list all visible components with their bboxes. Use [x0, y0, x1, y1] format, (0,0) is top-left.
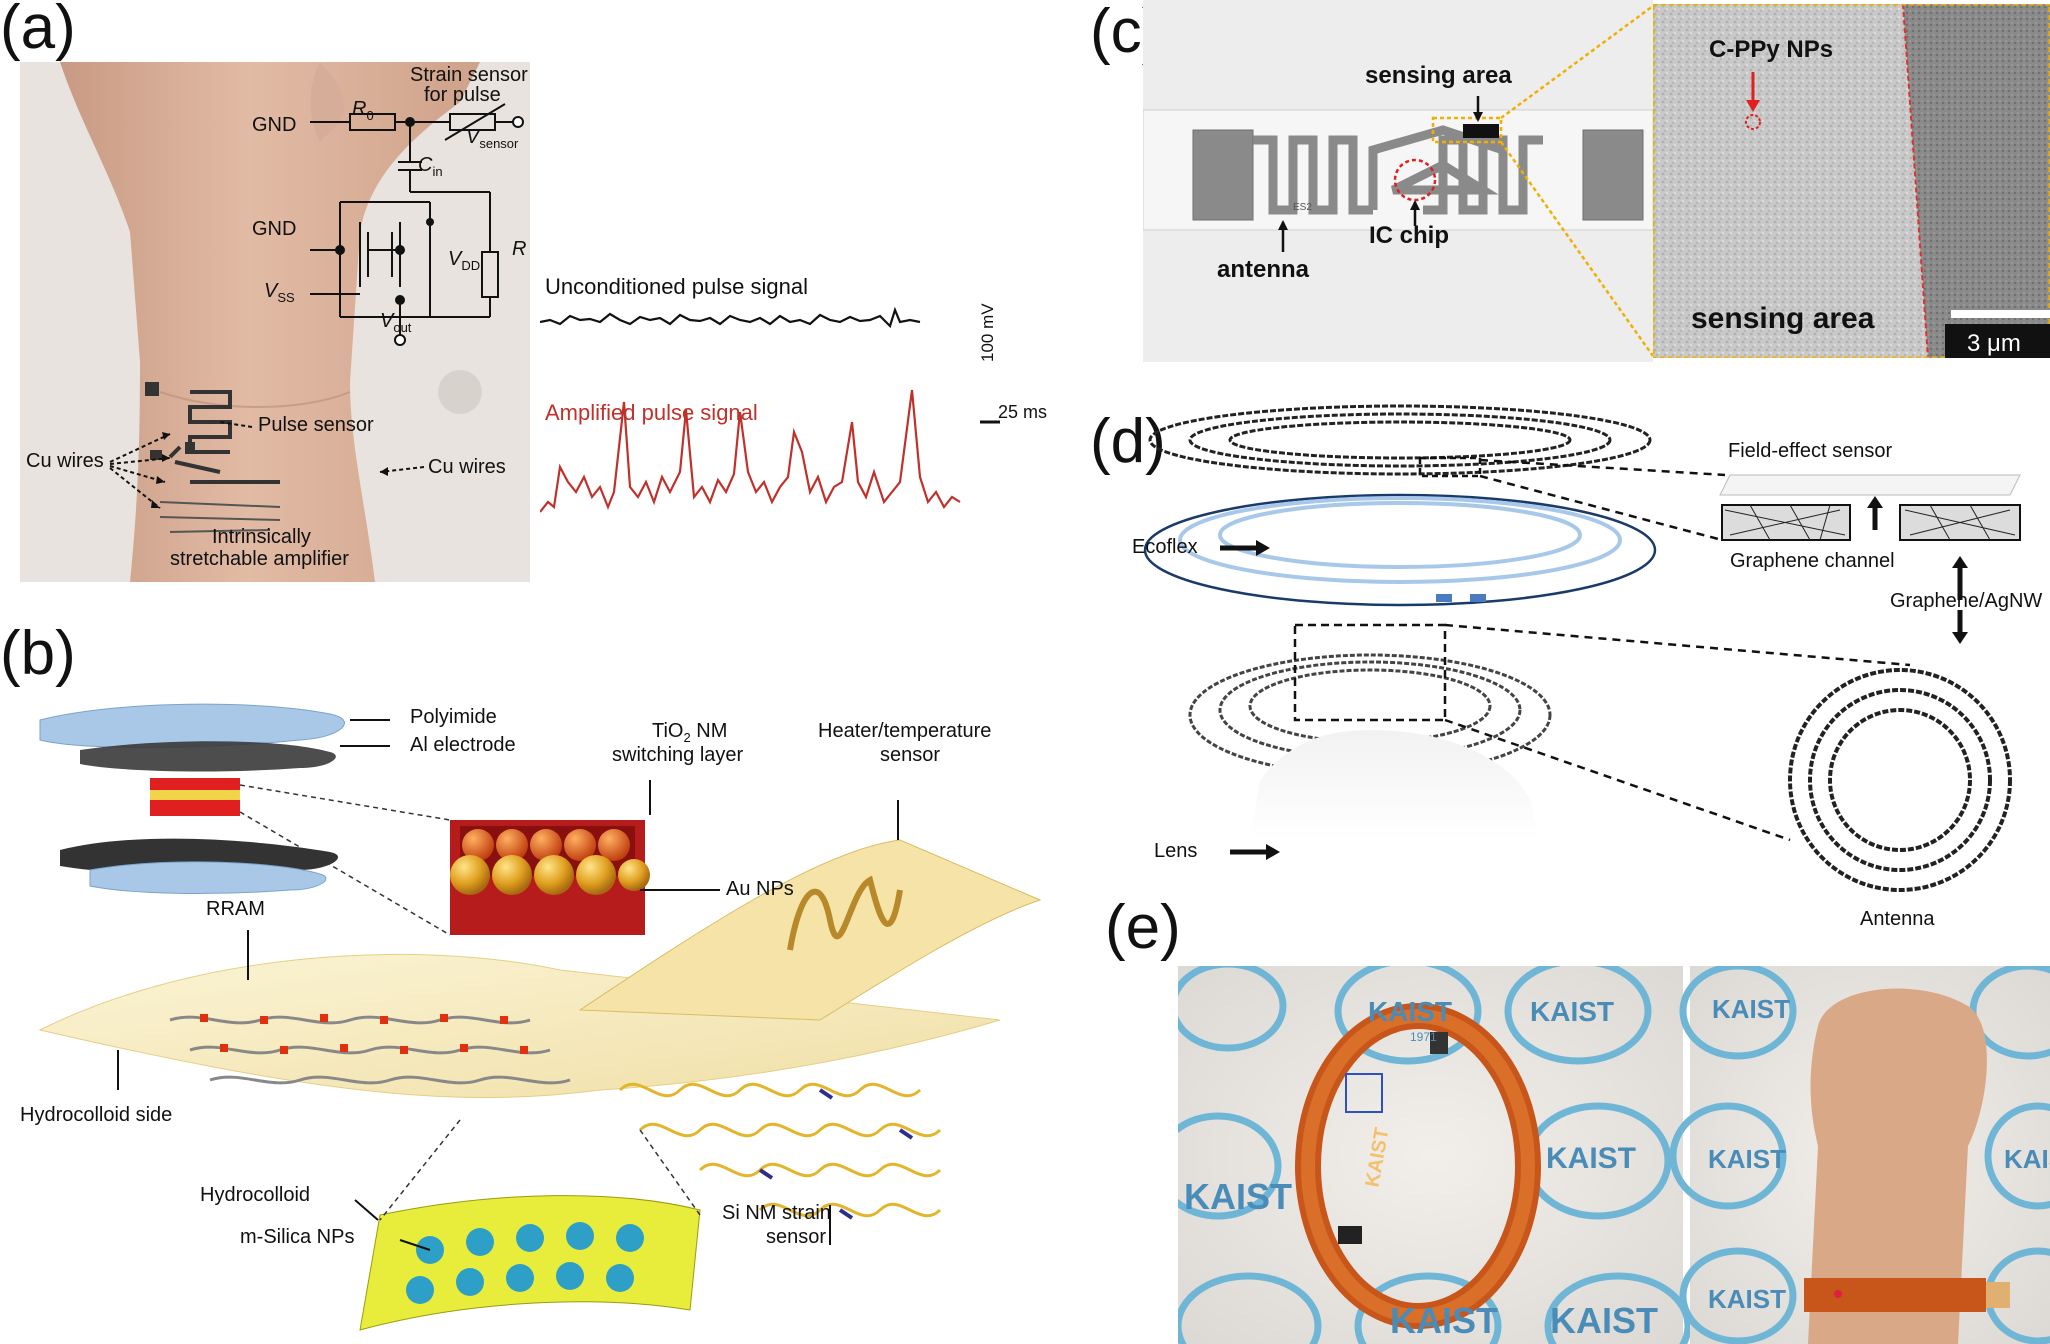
cu-wires-arrows [109, 421, 425, 509]
tio2-switching-layer-label-2: switching layer [612, 744, 744, 766]
ic-chip-label: IC chip [1369, 222, 1450, 249]
kaist-bracelet-photos [1178, 966, 2050, 1344]
circuit-gnd-mid: GND [252, 218, 297, 240]
panel-e: KAIST KAIST KAIST KAIST KAIST KAIST 1971… [1178, 966, 2050, 1344]
kaist-logo-text: KAIST [1546, 1142, 1636, 1175]
cu-wires-left-label: Cu wires [26, 450, 104, 472]
heater-sensor-label-2: sensor [880, 744, 941, 766]
au-nps-label: Au NPs [726, 878, 794, 900]
circuit-vdd: VDD [448, 248, 481, 273]
heater-sensor-label-1: Heater/temperature [818, 720, 992, 742]
sensing-area-sem-label: sensing area [1691, 302, 1875, 335]
kaist-logo-text: KAIST [1530, 996, 1614, 1027]
si-nm-strain-sensor-label-2: sensor [766, 1226, 827, 1248]
circuit-vsensor: Vsensor [466, 126, 519, 151]
circuit-r: R [512, 238, 527, 260]
panel-d: Field-effect sensor Ecoflex Graphene cha… [1130, 400, 2050, 940]
scale-bar-time: 25 ms [998, 402, 1048, 422]
kaist-logo-text: KAIST [1712, 994, 1790, 1024]
contact-lens-exploded-diagram [1143, 404, 2021, 892]
panel-c: ES2 sensing area antenna IC chip C [1143, 0, 2050, 362]
m-silica-nps-label: m-Silica NPs [240, 1226, 355, 1248]
kaist-logo-year: 1971 [1410, 1030, 1437, 1044]
sem-scale-bar-label: 3 μm [1967, 330, 2021, 357]
kaist-logo-text: KAIST [1390, 1300, 1498, 1341]
si-nm-strain-sensor-label-1: Si NM strain [722, 1202, 831, 1224]
kaist-logo-text: KAIST [1708, 1284, 1786, 1314]
kaist-logo-text: KAIST [2004, 1144, 2050, 1174]
circuit-vss: VSS [264, 280, 295, 305]
polyimide-label: Polyimide [410, 706, 497, 728]
kaist-logo-text: KAIST [1368, 996, 1452, 1027]
ecoflex-label: Ecoflex [1132, 536, 1198, 558]
lens-label: Lens [1154, 840, 1198, 862]
panel-label-d: (d) [1090, 407, 1166, 476]
kaist-logo-text: KAIST [1708, 1144, 1786, 1174]
sensing-area-top-label: sensing area [1365, 62, 1512, 89]
pulse-signal-traces [540, 306, 1000, 513]
amplifier-circuit-schematic [310, 103, 524, 346]
tio2-switching-layer-label-1: TiO2 NM [652, 720, 728, 745]
panel-label-a: (a) [0, 0, 76, 62]
unconditioned-pulse-trace [540, 306, 921, 329]
circuit-vout: Vout [380, 310, 412, 335]
al-electrode-label: Al electrode [410, 734, 516, 756]
panel-label-e: (e) [1105, 893, 1181, 962]
amplified-pulse-trace [540, 389, 961, 513]
unconditioned-signal-label: Unconditioned pulse signal [545, 274, 808, 299]
wrist-photo [20, 62, 530, 582]
kaist-logo-text: KAIST [1550, 1300, 1658, 1341]
circuit-gnd-top: GND [252, 114, 297, 136]
antenna-label-d: Antenna [1860, 908, 1935, 930]
field-effect-sensor-label: Field-effect sensor [1728, 440, 1893, 462]
panel-label-b: (b) [0, 619, 76, 688]
rram-label: RRAM [206, 898, 265, 920]
circuit-r0: R0 [352, 98, 374, 123]
kaist-logo-text: KAIST [1184, 1176, 1292, 1217]
cppy-nps-label: C-PPy NPs [1709, 36, 1834, 63]
stretchable-amplifier-label-2: stretchable amplifier [170, 548, 349, 570]
multilayer-device-illustration [38, 703, 1042, 1331]
circuit-cin: Cin [418, 154, 443, 179]
panel-b: Polyimide Al electrode TiO2 NM switching… [0, 690, 1080, 1340]
strain-sensor-label-1: Strain sensor [410, 64, 528, 86]
strain-sensor-label-2: for pulse [424, 84, 501, 106]
chip-mark: ES2 [1293, 202, 1312, 213]
panel-a: GND R0 Strain sensor for pulse Vsensor C… [20, 62, 1070, 582]
hydrocolloid-side-label: Hydrocolloid side [20, 1104, 173, 1126]
pulse-sensor-label: Pulse sensor [258, 414, 374, 436]
hydrocolloid-label: Hydrocolloid [200, 1184, 311, 1206]
graphene-agnw-label: Graphene/AgNW [1890, 590, 2043, 612]
stretchable-amplifier-label-1: Intrinsically [212, 526, 311, 548]
graphene-channel-label: Graphene channel [1730, 550, 1895, 572]
sem-image [1653, 4, 2050, 358]
amplified-signal-label: Amplified pulse signal [545, 400, 758, 425]
antenna-label-c: antenna [1217, 256, 1310, 283]
scale-bar-voltage: 100 mV [978, 303, 997, 362]
cu-wires-right-label: Cu wires [428, 456, 506, 478]
rfid-tag-photo: ES2 [1143, 0, 1653, 362]
